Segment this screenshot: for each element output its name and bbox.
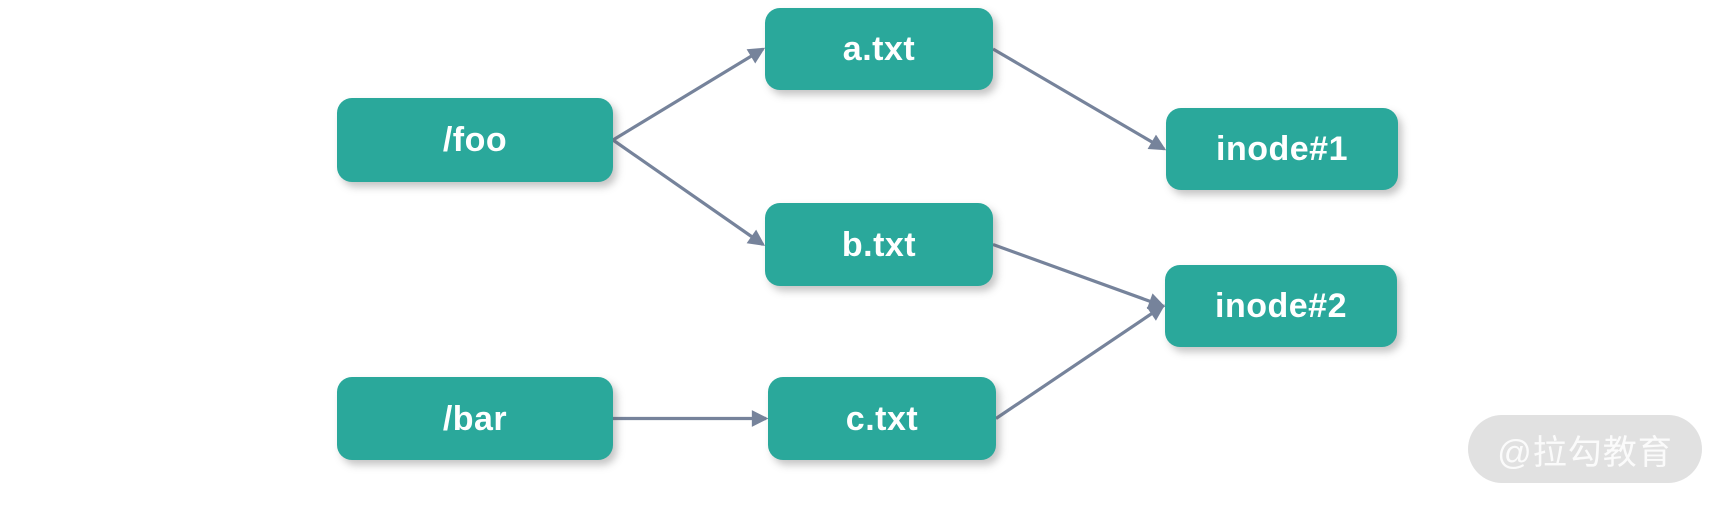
edge-b_txt-to-inode2: [992, 242, 1166, 310]
edge-a_txt-to-inode1: [992, 47, 1167, 151]
node-bar-directory: /bar: [337, 377, 613, 460]
node-label: a.txt: [842, 30, 916, 68]
node-label: /foo: [442, 121, 508, 159]
node-label: inode#2: [1215, 287, 1347, 325]
node-label: b.txt: [841, 225, 917, 264]
edge-foo-to-b_txt: [612, 138, 766, 246]
edge-c_txt-to-inode2: [995, 304, 1166, 420]
node-label: /bar: [442, 399, 508, 438]
watermark-badge: @拉勾教育: [1468, 415, 1702, 483]
edge-foo-to-a_txt: [612, 47, 766, 142]
node-a-txt-file: a.txt: [765, 8, 993, 90]
node-b-txt-file: b.txt: [765, 203, 993, 286]
node-label: c.txt: [845, 399, 919, 438]
node-foo-directory: /foo: [337, 98, 613, 182]
watermark-label: @拉勾教育: [1497, 433, 1673, 472]
node-c-txt-file: c.txt: [768, 377, 996, 460]
node-inode-1: inode#1: [1166, 108, 1398, 190]
node-inode-2: inode#2: [1165, 265, 1397, 347]
node-label: inode#1: [1216, 130, 1348, 168]
